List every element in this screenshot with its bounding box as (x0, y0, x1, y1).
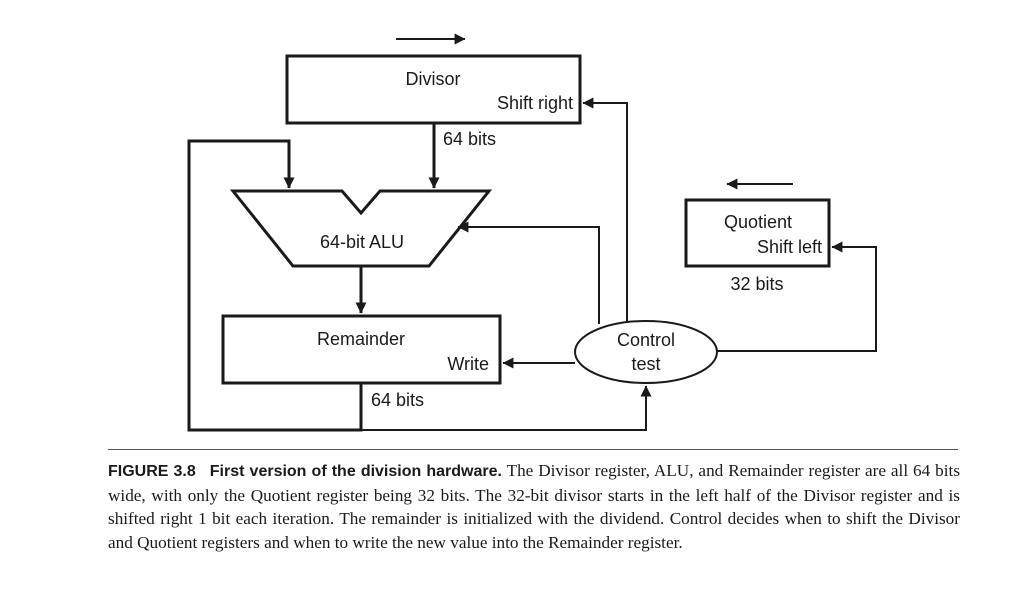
control-paths (361, 97, 877, 431)
control-test: Control test (574, 320, 718, 384)
remainder-register: Remainder Write 64 bits (221, 314, 502, 410)
division-hardware-diagram: Divisor Shift right 64 bits 64-bit ALU R… (187, 33, 877, 432)
alu-shape (229, 189, 493, 268)
remainder-to-control-wire (361, 385, 652, 431)
figure-label: FIGURE 3.8 (108, 463, 196, 480)
quotient-box (684, 198, 831, 268)
divisor-register: Divisor Shift right 64 bits (285, 33, 582, 149)
remainder-feedback-wire (187, 139, 363, 432)
remainder-width-label: 64 bits (371, 390, 424, 410)
alu: 64-bit ALU (229, 189, 493, 268)
divisor-box (285, 54, 582, 125)
caption-divider (108, 449, 958, 450)
alu-label: 64-bit ALU (320, 232, 404, 252)
control-to-divisor-wire (582, 97, 628, 321)
divisor-width-label: 64 bits (443, 129, 496, 149)
figure-caption: FIGURE 3.8 First version of the division … (108, 459, 960, 554)
control-label: Control (617, 330, 675, 350)
remainder-label: Remainder (317, 329, 405, 349)
caption-body: The Divisor register, ALU, and Remainder… (108, 461, 961, 552)
quotient-label: Quotient (724, 212, 792, 232)
data-paths (187, 124, 440, 432)
remainder-write-label: Write (447, 354, 489, 374)
quotient-shift-label: Shift left (757, 237, 822, 257)
control-to-quotient-wire (717, 241, 877, 352)
quotient-register: Quotient Shift left 32 bits (684, 178, 831, 294)
divisor-label: Divisor (405, 69, 460, 89)
remainder-box (221, 314, 502, 385)
quotient-width-label: 32 bits (730, 274, 783, 294)
test-label: test (631, 354, 660, 374)
figure-title: First version of the division hardware. (209, 463, 502, 480)
control-to-alu-wire (457, 221, 600, 324)
divisor-shift-label: Shift right (497, 93, 573, 113)
